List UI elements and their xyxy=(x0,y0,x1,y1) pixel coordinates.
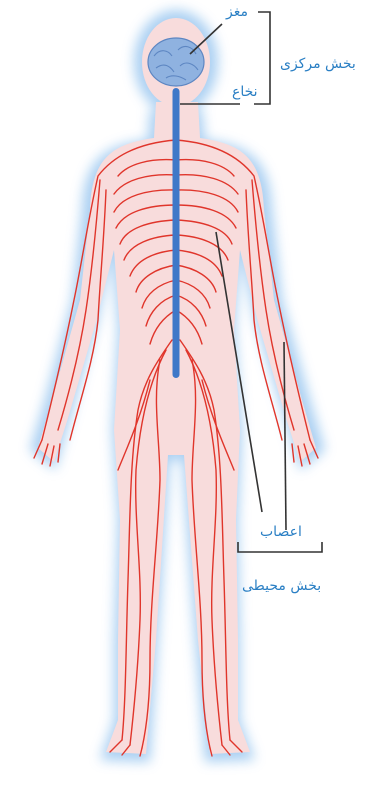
spinal-cord xyxy=(173,88,180,378)
spinal-cord-label: نخاع xyxy=(232,84,258,100)
peripheral-part-label: بخش محیطی xyxy=(242,578,321,594)
central-part-label: بخش مرکزی xyxy=(280,56,356,72)
nerves-label: اعصاب xyxy=(260,524,302,540)
brain-label: مغز xyxy=(226,4,248,20)
brain-icon xyxy=(148,38,204,86)
peripheral-part-bracket xyxy=(238,542,322,552)
